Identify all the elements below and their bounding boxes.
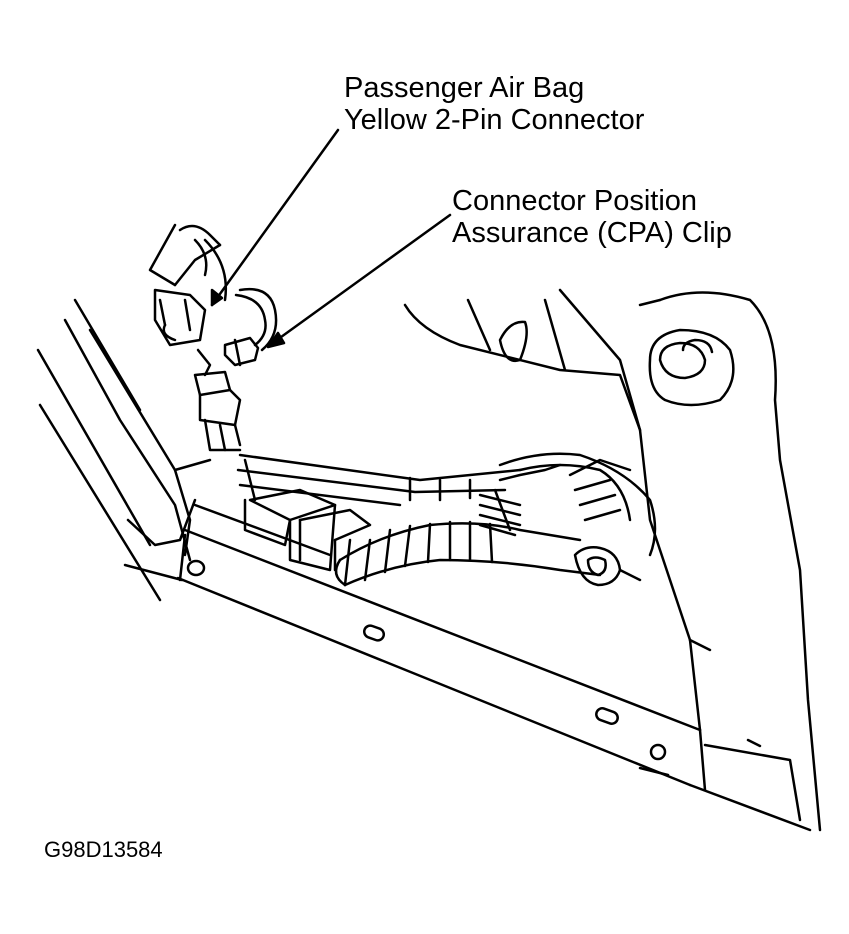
airbag-connector-lower bbox=[193, 348, 242, 452]
cpa-clip-arrowhead bbox=[266, 331, 286, 349]
cpa-clip-leader bbox=[268, 213, 452, 347]
left-trim-panel bbox=[36, 298, 212, 602]
ground-terminal bbox=[573, 546, 642, 587]
wiring-harness bbox=[236, 452, 657, 557]
cpa-clip-callout-line2: Assurance (CPA) Clip bbox=[452, 217, 732, 249]
airbag-connector-callout: Passenger Air Bag Yellow 2-Pin Connector bbox=[344, 72, 644, 136]
seat-bracket bbox=[403, 298, 642, 432]
airbag-connector-upper bbox=[148, 223, 227, 347]
airbag-connector-callout-line2: Yellow 2-Pin Connector bbox=[344, 104, 645, 136]
airbag-connector-arrowhead bbox=[210, 288, 224, 307]
cpa-clip-callout-line1: Connector Position bbox=[452, 185, 698, 217]
floor-connectors bbox=[243, 488, 372, 572]
mounting-stud bbox=[648, 328, 735, 407]
cpa-clip bbox=[223, 287, 278, 367]
figure-code: G98D13584 bbox=[44, 837, 163, 862]
leader-lines bbox=[210, 128, 452, 349]
floor-rail bbox=[176, 503, 812, 832]
right-panel bbox=[558, 288, 822, 832]
airbag-connector-callout-line1: Passenger Air Bag bbox=[344, 72, 585, 104]
taped-harness bbox=[334, 520, 602, 587]
airbag-connector-leader bbox=[210, 128, 340, 307]
cpa-clip-callout: Connector Position Assurance (CPA) Clip bbox=[452, 185, 732, 249]
